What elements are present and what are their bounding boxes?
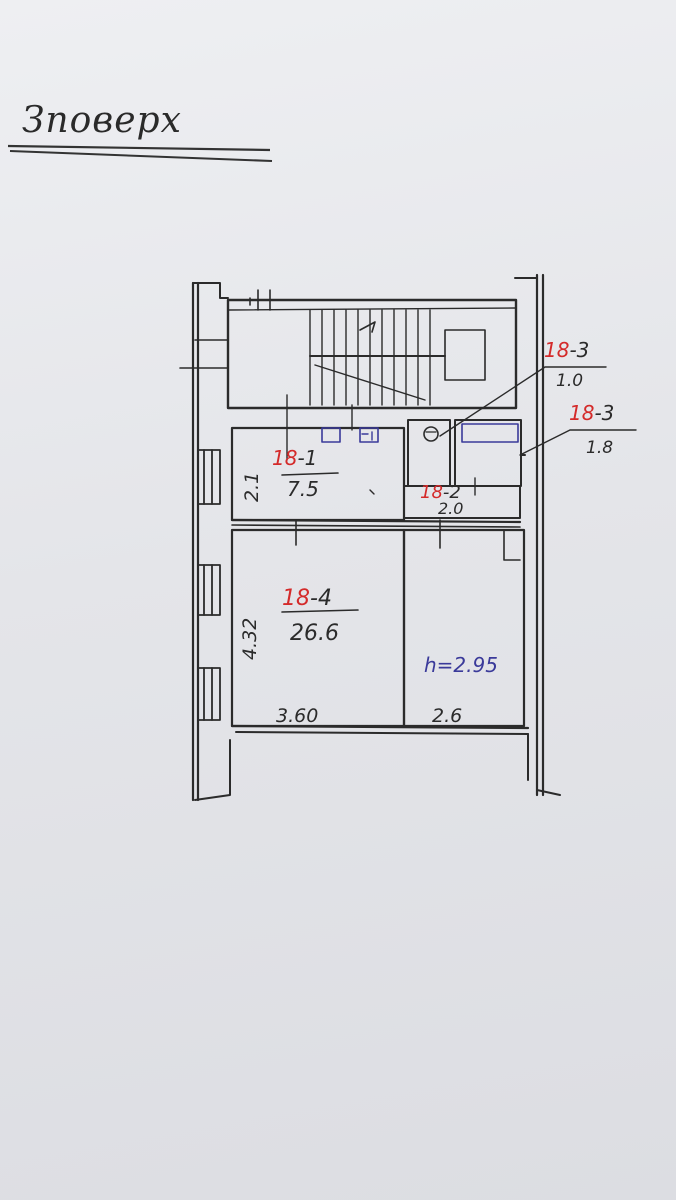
room-18-4-area: 26.6 [290,621,339,646]
leader-18-3-wc [439,366,607,437]
exterior-wall-left [191,281,200,802]
stair-treads [309,309,486,406]
floor-title: Зповерх [22,100,182,141]
room-18-3-wc-area: 1.0 [556,371,583,391]
room-18-3-bath-area: 1.8 [586,438,613,458]
dim-room-width-right: 2.6 [432,705,462,727]
dim-kitchen-width: 2.1 [241,472,263,502]
toilet-icon [423,426,439,442]
room-18-4-number: 18-4 [282,586,332,611]
window-room-b [197,667,221,721]
bathtub-icon [461,423,519,443]
dim-room-depth: 4.32 [239,618,261,660]
room-18-2 [403,485,521,519]
dim-room-width-left: 3.60 [276,705,318,727]
room-18-1-number: 18-1 [272,446,317,470]
title-underline [7,144,273,162]
room-18-1-area: 7.5 [287,477,319,501]
window-room-a [197,564,221,616]
top-wall-left-stub [192,282,229,299]
stairwell [226,298,518,410]
exterior-wall-right [535,273,545,797]
stove-icon [359,427,379,443]
room-right [402,528,526,728]
room-18-2-number: 18-2 [420,482,461,503]
room-18-2-area: 2.0 [438,499,463,518]
leader-18-3-bath [519,429,637,456]
ceiling-height: h=2.95 [424,653,498,677]
room-18-3-wc-number: 18-3 [544,338,589,362]
room-18-3-bath-number: 18-3 [569,401,614,425]
room-18-3-bath [454,419,522,487]
sink-icon [321,427,341,443]
window-kitchen [197,449,221,505]
room-18-3-wc [407,419,451,487]
